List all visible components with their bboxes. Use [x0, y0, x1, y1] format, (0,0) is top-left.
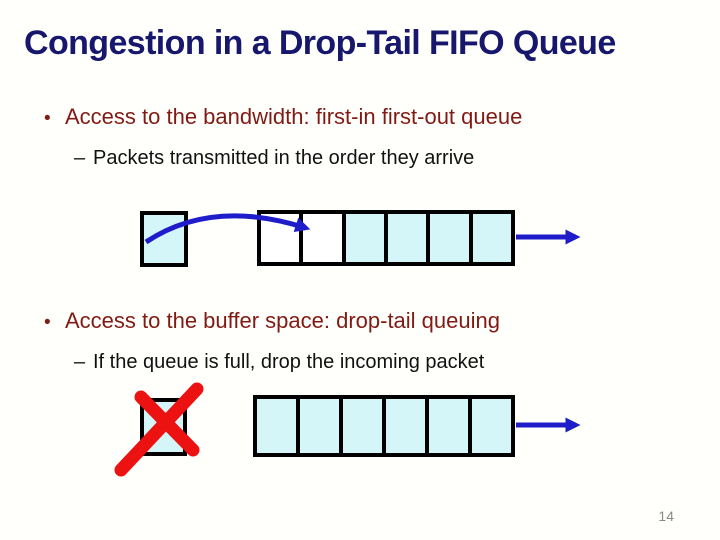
- queue2-cell: [257, 399, 296, 453]
- queue1-cell: [426, 214, 469, 262]
- bullet-marker: •: [44, 312, 51, 333]
- queue1-cell: [468, 214, 511, 262]
- drop-tail-queue: [253, 395, 515, 457]
- subbullet-drop-packet: – If the queue is full, drop the incomin…: [74, 351, 484, 374]
- queue1-cell: [341, 214, 384, 262]
- incoming-packet-2: [140, 398, 187, 456]
- dash-marker: –: [74, 351, 86, 373]
- page-number: 14: [658, 508, 674, 524]
- fifo-queue: [257, 210, 515, 266]
- queue1-cell: [261, 214, 300, 262]
- queue2-cell: [296, 399, 339, 453]
- dash-marker: –: [74, 147, 86, 169]
- queue2-cell: [425, 399, 468, 453]
- queue2-cell: [382, 399, 425, 453]
- bullet-bandwidth: • Access to the bandwidth: first-in firs…: [44, 104, 522, 130]
- queue1-cell: [383, 214, 427, 262]
- slide-title: Congestion in a Drop-Tail FIFO Queue: [24, 24, 616, 62]
- subbullet-fifo-order: – Packets transmitted in the order they …: [74, 147, 474, 170]
- queue2-cell: [339, 399, 382, 453]
- subbullet-drop-packet-text: If the queue is full, drop the incoming …: [93, 351, 485, 373]
- subbullet-fifo-order-text: Packets transmitted in the order they ar…: [93, 147, 475, 169]
- queue1-cell: [299, 214, 342, 262]
- bullet-buffer-space: • Access to the buffer space: drop-tail …: [44, 308, 500, 334]
- bullet-buffer-space-text: Access to the buffer space: drop-tail qu…: [65, 308, 500, 333]
- queue2-cell: [468, 399, 511, 453]
- bullet-bandwidth-text: Access to the bandwidth: first-in first-…: [65, 104, 523, 129]
- incoming-packet-1: [140, 211, 188, 267]
- bullet-marker: •: [44, 108, 51, 129]
